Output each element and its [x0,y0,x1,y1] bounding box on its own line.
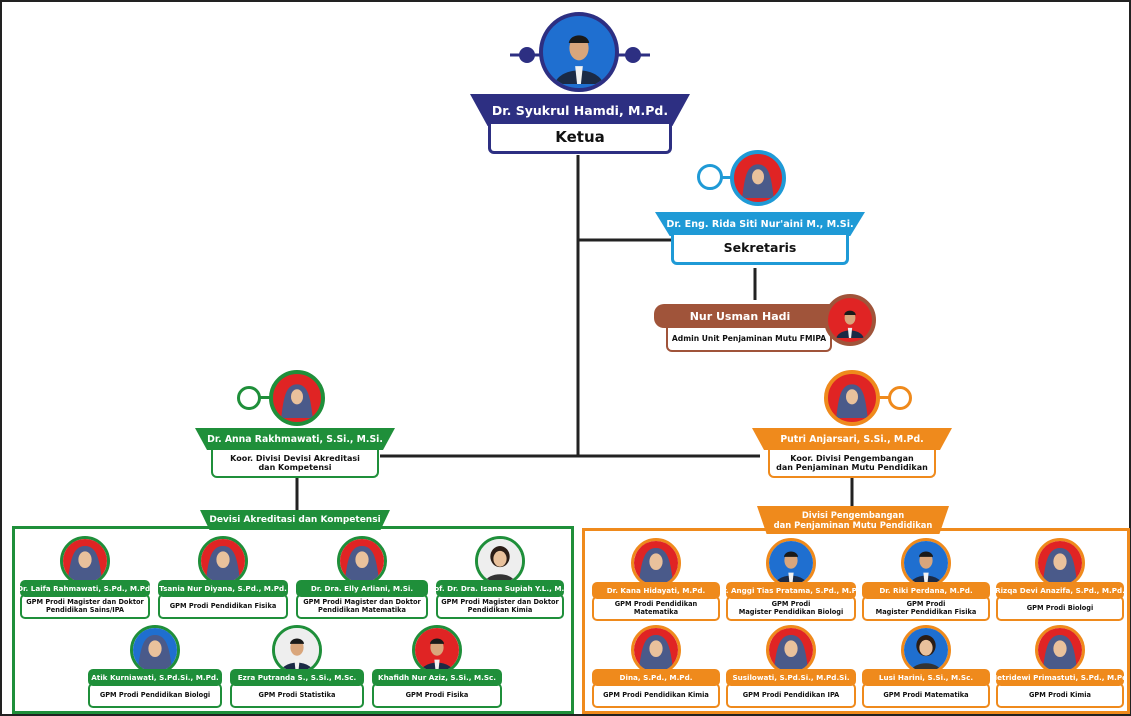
left-member-card: GPM Prodi Magister dan Doktor Pendidikan… [436,536,564,622]
right-member-role: GPM Prodi Matematika [862,683,990,708]
right-member-role: GPM Prodi Magister Pendidikan Fisika [862,596,990,621]
right-member-role: GPM Prodi Biologi [996,596,1124,621]
left-member-role: GPM Prodi Fisika [372,683,502,708]
koor-left-photo [269,370,325,426]
right-member-role: GPM Prodi Pendidikan IPA [726,683,856,708]
right-member-photo [1035,625,1085,675]
ketua-node: Dr. Syukrul Hamdi, M.Pd. Ketua [470,10,690,160]
sekretaris-role-box: Sekretaris [671,235,849,265]
right-member-role: GPM Prodi Pendidikan Matematika [592,596,720,621]
division-right-title: Divisi Pengembangan dan Penjaminan Mutu … [757,506,949,534]
right-member-card: GPM Prodi Magister Pendidikan BiologiDr.… [726,538,856,624]
right-member-name: Lusi Harini, S.Si., M.Sc. [862,669,990,686]
right-member-name: Rizqa Devi Anazifa, S.Pd., M.Pd. [996,582,1124,599]
admin-node: Nur Usman Hadi Admin Unit Penjaminan Mut… [652,292,882,356]
right-member-role: GPM Prodi Magister Pendidikan Biologi [726,596,856,621]
koor-left-name-banner: Dr. Anna Rakhmawati, S.Si., M.Si. [195,428,395,450]
left-member-photo [475,536,525,586]
koor-left-ring-arm [259,396,271,399]
left-member-photo [198,536,248,586]
division-left-title: Devisi Akreditasi dan Kompetensi [200,510,390,530]
sekretaris-name-banner: Dr. Eng. Rida Siti Nur'aini M., M.Si. [655,212,865,236]
left-member-name: Tsania Nur Diyana, S.Pd., M.Pd. [158,580,288,597]
right-member-name: Dina, S.Pd., M.Pd. [592,669,720,686]
left-member-photo [60,536,110,586]
ketua-role-box: Ketua [488,124,672,154]
left-member-role: GPM Prodi Statistika [230,683,364,708]
koor-right-ring-arm [878,396,890,399]
koor-left-node: Dr. Anna Rakhmawati, S.Si., M.Si. Koor. … [195,370,395,480]
right-member-photo [631,625,681,675]
left-member-photo [412,625,462,675]
right-member-name: Dr. Anggi Tias Pratama, S.Pd., M.Pd. [726,582,856,599]
left-member-role: GPM Prodi Magister dan Doktor Pendidikan… [436,594,564,619]
left-member-role: GPM Prodi Magister dan Doktor Pendidikan… [296,594,428,619]
koor-right-name-banner: Putri Anjarsari, S.Si., M.Pd. [752,428,952,450]
sekretaris-ring-arm [721,176,737,179]
right-member-photo [631,538,681,588]
right-member-photo [766,538,816,588]
right-member-photo [901,538,951,588]
sekretaris-photo [730,150,786,206]
koor-right-photo [824,370,880,426]
sekretaris-ring-decoration [697,164,723,190]
sekretaris-node: Dr. Eng. Rida Siti Nur'aini M., M.Si. Se… [655,150,865,268]
admin-role-box: Admin Unit Penjaminan Mutu FMIPA [666,328,832,352]
koor-right-role-box: Koor. Divisi Pengembangan dan Penjaminan… [768,450,936,478]
koor-left-role-box: Koor. Divisi Devisi Akreditasi dan Kompe… [211,450,379,478]
admin-name-banner: Nur Usman Hadi [654,304,832,328]
left-member-role: GPM Prodi Magister dan Doktor Pendidikan… [20,594,150,619]
left-member-photo [337,536,387,586]
koor-left-ring-decoration [237,386,261,410]
left-member-name: Atik Kurniawati, S.Pd.Si., M.Pd. [88,669,222,686]
left-member-name: Dr. Dra. Elly Arliani, M.Si. [296,580,428,597]
right-member-photo [1035,538,1085,588]
koor-right-node: Putri Anjarsari, S.Si., M.Pd. Koor. Divi… [752,370,952,480]
left-member-role: GPM Prodi Pendidikan Biologi [88,683,222,708]
ketua-photo [539,12,619,92]
left-member-role: GPM Prodi Pendidikan Fisika [158,594,288,619]
left-member-name: Ezra Putranda S., S.Si., M.Sc. [230,669,364,686]
left-member-card: GPM Prodi Magister dan Doktor Pendidikan… [20,536,150,622]
koor-right-ring-decoration [888,386,912,410]
right-member-name: Dr. Kana Hidayati, M.Pd. [592,582,720,599]
right-member-name: Metridewi Primastuti, S.Pd., M.Pd. [996,669,1124,686]
right-member-name: Dr. Riki Perdana, M.Pd. [862,582,990,599]
admin-photo [824,294,876,346]
left-member-photo [130,625,180,675]
left-member-name: Khafidh Nur Aziz, S.Si., M.Sc. [372,669,502,686]
right-member-photo [901,625,951,675]
right-member-photo [766,625,816,675]
right-member-role: GPM Prodi Kimia [996,683,1124,708]
right-member-role: GPM Prodi Pendidikan Kimia [592,683,720,708]
left-member-card: GPM Prodi Magister dan Doktor Pendidikan… [296,536,428,622]
ketua-name-banner: Dr. Syukrul Hamdi, M.Pd. [470,94,690,126]
left-member-photo [272,625,322,675]
right-member-name: Susilowati, S.Pd.Si., M.Pd.Si. [726,669,856,686]
left-member-name: Prof. Dr. Dra. Isana Supiah Y.L., M.Si. [436,580,564,597]
left-member-name: Dr. Laifa Rahmawati, S.Pd., M.Pd. [20,580,150,597]
